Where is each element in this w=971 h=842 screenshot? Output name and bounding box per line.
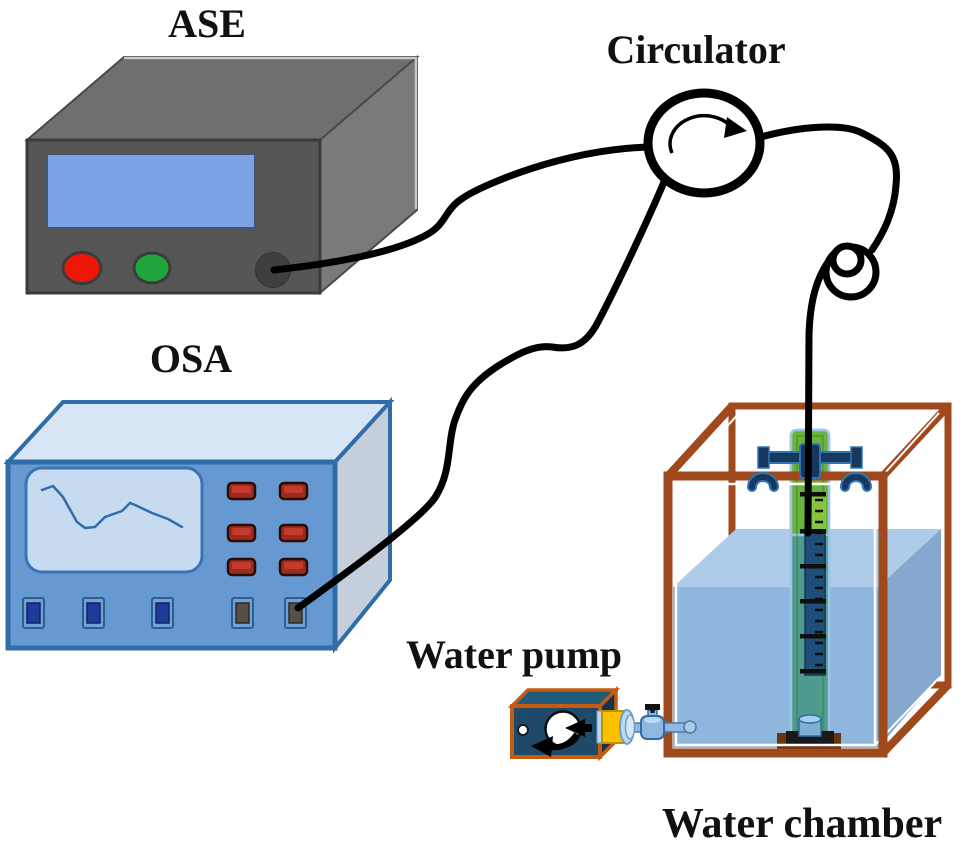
water-chamber-label: Water chamber (662, 801, 942, 842)
ase-green-button (132, 251, 172, 285)
osa-screen (24, 466, 204, 574)
osa-red-key (278, 557, 309, 577)
optical-fibers (270, 123, 900, 612)
water-pump-assembly (507, 685, 697, 762)
osa-gray-button (231, 597, 254, 629)
osa-top-face (3, 400, 395, 464)
osa-navy-button (151, 597, 174, 629)
circulator-circle (643, 88, 765, 198)
stage-base-plate (786, 731, 834, 744)
osa-device (3, 396, 395, 654)
valve-handle-icon (645, 704, 660, 710)
ase-red-button (61, 251, 103, 285)
osa-red-key (226, 557, 257, 577)
osa-navy-button (82, 597, 105, 629)
osa-red-keys (226, 481, 309, 577)
ase-display (46, 153, 256, 229)
osa-red-key (226, 523, 257, 543)
circulator-rotation-arrow-icon (668, 113, 735, 154)
valve-handle-stem (650, 709, 655, 713)
stage-bottom-cylinder-top (798, 714, 822, 724)
osa-red-key (226, 481, 257, 501)
osa-red-key (278, 523, 309, 543)
osa-label: OSA (150, 336, 232, 381)
valve-highlight (644, 717, 661, 723)
pump-outlet-connector (596, 709, 636, 745)
chamber-edge-top-left (665, 403, 735, 479)
water-pump-label: Water pump (406, 632, 622, 677)
water-front (673, 587, 878, 748)
circulator-label: Circulator (606, 27, 785, 72)
flow-valve (640, 704, 665, 740)
scale-major-ticks (800, 492, 826, 674)
pump-rotor-icon (531, 719, 592, 757)
pump-indicator-dot (517, 724, 529, 736)
circulator-arrowhead (724, 117, 747, 138)
osa-red-key (278, 481, 309, 501)
scale-strip (809, 492, 826, 535)
chamber-front-frame (663, 471, 888, 758)
water-chamber (663, 402, 952, 758)
connector-mouth-inner (624, 714, 636, 740)
osa-spectrum-trace (40, 484, 184, 530)
fiber-coil-inner (829, 242, 865, 278)
clamp-left-post (757, 446, 770, 469)
pipe-end-cap (683, 720, 697, 734)
clamp-right-hook-core (842, 474, 870, 490)
clamp-left-hook-core (749, 474, 777, 490)
circulator (643, 88, 765, 198)
fiber-ase-to-circulator (270, 143, 655, 274)
osa-navy-button (22, 597, 45, 629)
fiber-circulator-to-sensor (757, 123, 900, 254)
ase-edge-highlight (124, 56, 418, 209)
chamber-edge-bottom-right (880, 682, 951, 756)
clamp-right-post (850, 446, 863, 469)
ase-device (24, 54, 420, 296)
fiber-circulator-to-osa (294, 178, 668, 612)
ase-label: ASE (168, 1, 246, 46)
